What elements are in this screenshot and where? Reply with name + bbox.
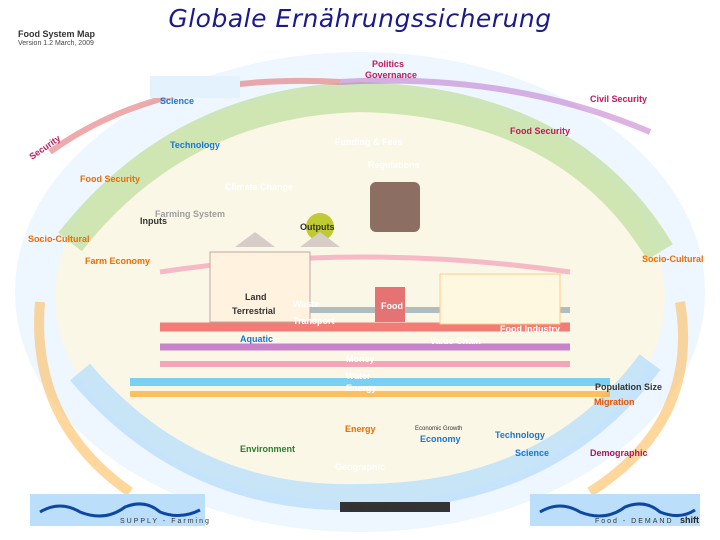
label-socio-cultural-right: Socio-Cultural — [642, 254, 704, 264]
household-circle — [306, 213, 334, 241]
shift-logo: shift — [680, 515, 699, 525]
label-socio-cultural-left: Socio-Cultural — [28, 234, 90, 244]
label-politics: Politics — [372, 59, 404, 69]
label-terrestrial: Terrestrial — [232, 306, 275, 316]
label-technology: Technology — [170, 140, 220, 150]
food-system-map: Politics Governance Science Technology S… — [15, 52, 705, 532]
label-food-security-left: Food Security — [80, 174, 140, 184]
demand-flow — [587, 301, 688, 497]
label-demographic: Demographic — [590, 448, 648, 458]
map-header: Food System Map Version 1.2 March, 2009 — [18, 30, 95, 48]
label-value-chain: Value Chain — [430, 336, 481, 346]
page-title: Globale Ernährungssicherung — [168, 4, 552, 33]
governance-flow — [339, 77, 652, 135]
climate-ring — [58, 81, 673, 260]
economy-ring — [70, 354, 661, 511]
label-outputs: Outputs — [300, 222, 335, 232]
footer-supply: SUPPLY - Farming — [120, 518, 211, 525]
label-science-bottom: Science — [515, 448, 549, 458]
label-food-security-right: Food Security — [510, 126, 570, 136]
world-map-left-land — [39, 502, 201, 518]
label-migration: Migration — [594, 397, 635, 407]
food-product-box — [439, 273, 561, 325]
label-geographic: Geographic — [335, 462, 385, 472]
label-transport: Transport — [293, 316, 335, 326]
farm-roof-right — [300, 232, 340, 247]
label-civil-security: Civil Security — [590, 94, 647, 104]
label-land: Land — [245, 292, 267, 302]
supply-flow — [34, 301, 133, 497]
label-farm-economy: Farm Economy — [85, 256, 150, 266]
label-science: Science — [160, 96, 194, 106]
label-water: Water — [346, 371, 371, 381]
label-food-industry: Food Industry — [500, 324, 560, 334]
map-version: Version 1.2 March, 2009 — [18, 40, 94, 47]
label-inputs: Inputs — [140, 216, 167, 226]
label-population-size: Population Size — [595, 382, 662, 392]
inner-band — [55, 92, 665, 502]
world-map-right — [530, 494, 700, 526]
map-title: Food System Map — [18, 29, 96, 39]
regulations-hub — [370, 182, 420, 232]
label-climate-change: Climate Change — [225, 182, 293, 192]
label-technology-bottom: Technology — [495, 430, 545, 440]
label-economy: Economy — [420, 434, 461, 444]
label-environment: Environment — [240, 444, 295, 454]
food-box — [375, 287, 405, 322]
global-trade-bar — [340, 502, 450, 512]
world-map-top — [150, 76, 240, 98]
label-energy-hub: Energy — [345, 424, 376, 434]
label-economic-growth: Economic Growth — [415, 426, 462, 432]
label-funding: Funding & Fees — [335, 137, 403, 147]
label-money: Money — [346, 354, 375, 364]
footer-demand: Food - DEMAND — [595, 518, 674, 525]
farm-roof-left — [235, 232, 275, 247]
world-map-right-land — [539, 502, 696, 518]
label-food: Food — [381, 301, 403, 311]
label-governance: Governance — [365, 70, 417, 80]
land-box — [209, 251, 311, 323]
label-waste: Waste — [293, 299, 319, 309]
label-regulations: Regulations — [368, 160, 420, 170]
label-global-trade: Global Trade & Transport — [348, 506, 415, 512]
label-aquatic: Aquatic — [240, 334, 273, 344]
label-energy: Energy — [346, 383, 377, 393]
label-farming-system: Farming System — [155, 209, 225, 219]
